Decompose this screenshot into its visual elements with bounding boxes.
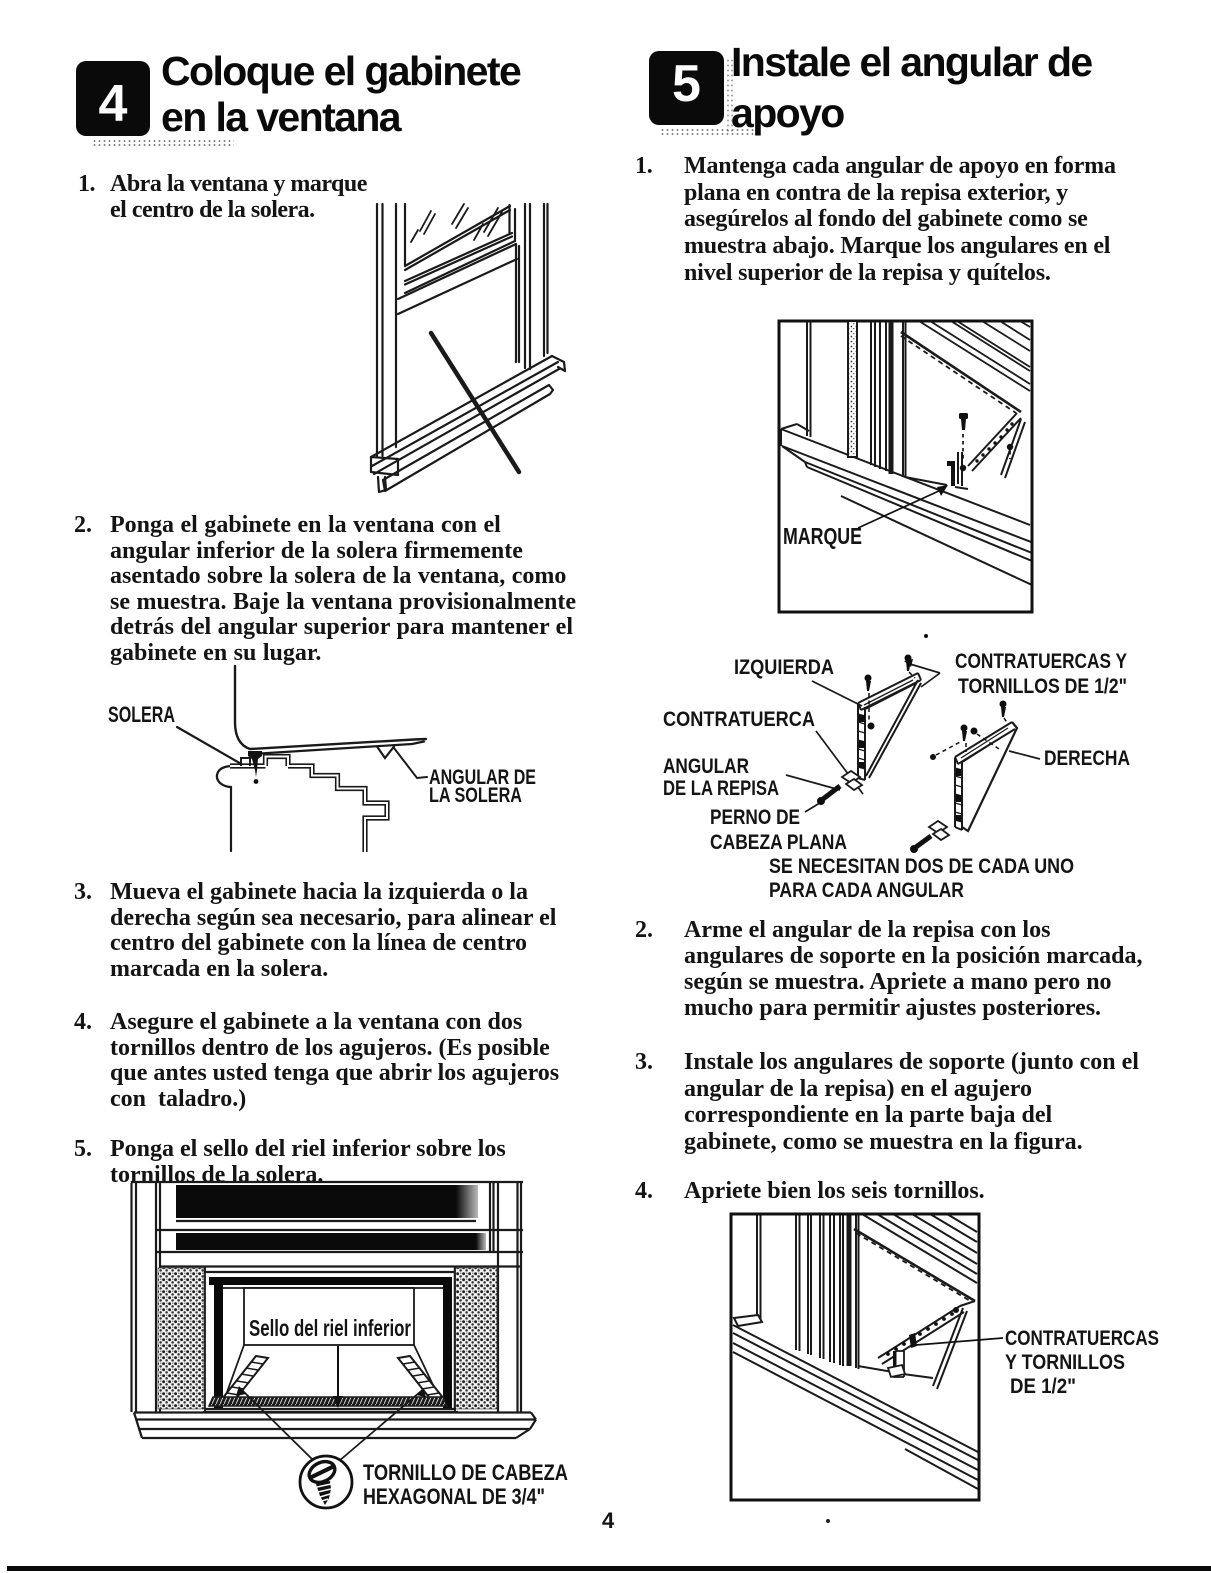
svg-text:CONTRATUERCAS Y: CONTRATUERCAS Y <box>955 650 1127 673</box>
svg-text:TORNILLOS DE 1/2": TORNILLOS DE 1/2" <box>958 675 1127 698</box>
svg-text:TORNILLO DE CABEZA: TORNILLO DE CABEZA <box>363 1460 568 1485</box>
svg-text:SE NECESITAN DOS DE CADA UNO: SE NECESITAN DOS DE CADA UNO <box>769 855 1074 878</box>
svg-text:DE 1/2": DE 1/2" <box>1010 1375 1076 1398</box>
svg-text:CONTRATUERCAS: CONTRATUERCAS <box>1005 1327 1159 1350</box>
svg-text:Y TORNILLOS: Y TORNILLOS <box>1005 1351 1125 1374</box>
svg-text:ANGULAR: ANGULAR <box>663 755 749 778</box>
svg-text:SOLERA: SOLERA <box>108 702 175 727</box>
svg-text:DE LA REPISA: DE LA REPISA <box>663 777 779 800</box>
svg-text:CONTRATUERCA: CONTRATUERCA <box>663 708 815 731</box>
svg-text:PARA CADA ANGULAR: PARA CADA ANGULAR <box>769 879 964 902</box>
svg-text:ANGULAR DE: ANGULAR DE <box>429 766 536 789</box>
svg-text:DERECHA: DERECHA <box>1044 747 1130 770</box>
svg-text:Sello del riel inferior: Sello del riel inferior <box>249 1315 411 1341</box>
svg-text:MARQUE: MARQUE <box>783 523 862 549</box>
svg-text:HEXAGONAL DE 3/4": HEXAGONAL DE 3/4" <box>363 1484 545 1509</box>
svg-text:CABEZA PLANA: CABEZA PLANA <box>710 831 847 854</box>
svg-text:PERNO DE: PERNO DE <box>710 806 800 829</box>
svg-text:LA SOLERA: LA SOLERA <box>429 784 522 807</box>
svg-text:IZQUIERDA: IZQUIERDA <box>734 656 834 679</box>
